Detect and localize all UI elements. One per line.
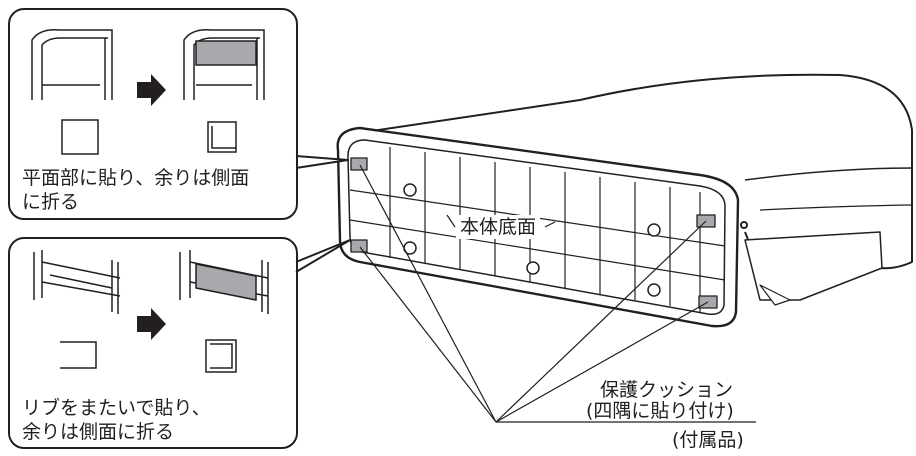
body-bottom-label: 本体底面 (456, 215, 541, 239)
callout-bottom-text-line2: 余りは側面に折る (22, 421, 175, 443)
callout-bottom-text-line1: リブをまたいで貼り、 (22, 397, 211, 419)
right-arrow-icon (137, 308, 166, 340)
accessory-label: (付属品) (672, 429, 744, 451)
callout-top-text-line1: 平面部に貼り、余りは側面 (22, 167, 250, 189)
cushion-label-line1: 保護クッション (600, 379, 734, 401)
callout-bottom (8, 237, 298, 449)
cushion-label-line2: (四隅に貼り付け) (586, 400, 734, 422)
right-arrow-icon (137, 74, 166, 106)
callout-top (8, 8, 298, 220)
callout-top-text-line2: に折る (22, 191, 80, 213)
